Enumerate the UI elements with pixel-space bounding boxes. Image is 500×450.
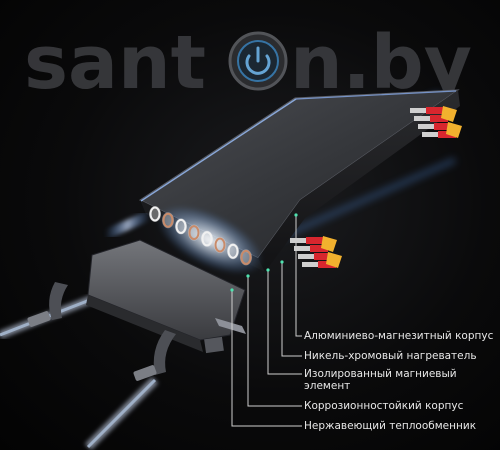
leader-dot [246, 274, 250, 278]
leader-dot [294, 213, 298, 217]
terminal-red [310, 245, 328, 252]
coil-wire [149, 206, 161, 222]
coil-wire [175, 218, 187, 234]
leader-lines [230, 213, 302, 427]
mounting-bracket [49, 239, 246, 375]
leader-dot [280, 260, 284, 264]
leader-dot [230, 288, 234, 292]
terminal-pin [410, 108, 430, 113]
bolt-left [27, 311, 51, 327]
terminal-pin [418, 124, 438, 129]
terminal-red [438, 131, 456, 138]
terminal-pin [422, 132, 442, 137]
power-icon [228, 31, 288, 91]
terminal-pin [414, 116, 434, 121]
terminal-pin [302, 262, 322, 267]
terminal-yellow [321, 236, 337, 252]
coil-end-glow [149, 205, 264, 275]
leader-line [281, 262, 302, 357]
terminal-red [426, 107, 444, 114]
terminal-red [314, 253, 332, 260]
leader-line [267, 270, 302, 375]
coil-wire [162, 212, 174, 228]
callout-housing: Алюминиево-магнезитный корпус [304, 330, 494, 342]
callout-heater: Никель-хромовый нагреватель [304, 350, 477, 362]
callout-insulated-element: Изолированный магниевый элемент [304, 368, 457, 392]
leader-line [295, 215, 302, 337]
callout-corrosion-housing: Коррозионностойкий корпус [304, 400, 464, 412]
coil-wire [214, 237, 226, 253]
terminal-pin [294, 246, 314, 251]
terminal-red [430, 115, 448, 122]
terminal-yellow [326, 252, 342, 268]
terminal-red [434, 123, 452, 130]
coil-wire [188, 225, 200, 241]
leader-line [231, 290, 302, 427]
terminal-yellow [446, 122, 462, 138]
connector-group-top [410, 106, 462, 138]
terminal-pin [290, 238, 310, 243]
coil-wire [240, 249, 252, 265]
terminal-red [306, 237, 324, 244]
terminal-yellow [441, 106, 457, 122]
bolt-right [133, 365, 157, 381]
coil-wire [227, 243, 239, 259]
terminal-red [318, 261, 336, 268]
terminal-pin [298, 254, 318, 259]
leader-line [247, 276, 302, 407]
connector-group-bottom [290, 236, 342, 268]
coil-wire [201, 231, 213, 247]
callout-heat-exchanger: Нержавеющий теплообменник [304, 420, 477, 432]
watermark-text-left: sant [24, 20, 206, 106]
nichrome-coils [149, 206, 252, 266]
leader-dot [266, 268, 270, 272]
